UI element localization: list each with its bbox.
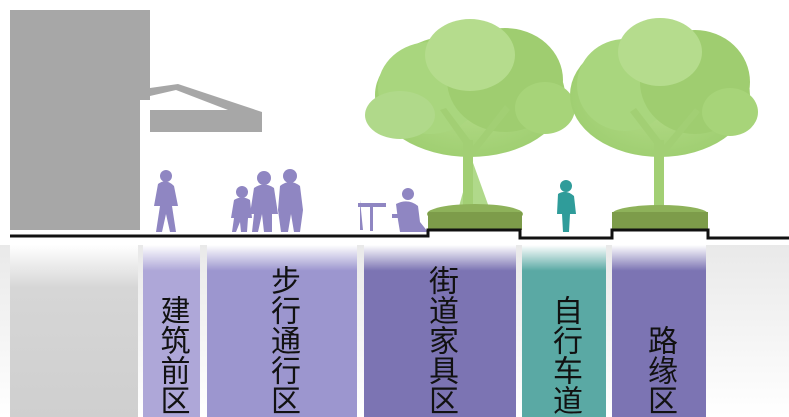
zone-pedestrian-through: 步行通行区	[207, 245, 357, 417]
zone-label: 街道家具区	[423, 265, 458, 415]
tree-icon	[365, 19, 575, 210]
person-icon	[154, 170, 178, 232]
planter	[612, 205, 708, 230]
building	[10, 10, 262, 230]
zone-label: 步行通行区	[265, 265, 300, 415]
zone-label: 路缘区	[642, 325, 677, 415]
planter	[427, 204, 523, 230]
zone-building-frontage: 建筑前区	[143, 245, 200, 417]
cyclist-icon	[557, 180, 576, 232]
pedestrians-icon	[231, 169, 303, 232]
building-base	[10, 245, 138, 417]
zone-bike-lane: 自行车道	[522, 245, 606, 417]
zone-street-furniture: 街道家具区	[364, 245, 516, 417]
tree-icon	[570, 18, 758, 210]
street-furniture-icon	[358, 188, 428, 232]
zone-curb: 路缘区	[612, 245, 706, 417]
zone-label: 建筑前区	[154, 295, 190, 415]
zone-label: 自行车道	[547, 295, 582, 415]
ground-line	[10, 228, 789, 240]
